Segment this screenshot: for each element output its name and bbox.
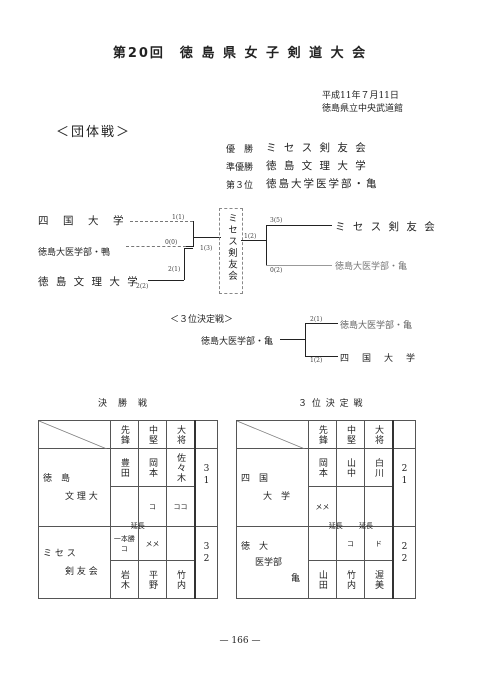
mark-text: 一本勝コ (113, 534, 135, 553)
position-header: 先鋒 (316, 424, 327, 445)
bracket-team: 徳島大医学部・亀 (335, 262, 408, 272)
result-place: 優 勝 (226, 145, 254, 155)
score-label: 1(2) (244, 233, 257, 240)
extension-label: 延長 (130, 522, 145, 530)
mark-cell: 延長 ド (359, 522, 394, 561)
score-label: 2(2) (136, 283, 149, 290)
team-name: 剣 友 会 (65, 566, 98, 577)
extension-label: 延長 (328, 522, 343, 530)
score-label: 1(1) (172, 214, 185, 221)
score-label: 2(1) (168, 266, 181, 273)
player-name: 白川 (373, 457, 384, 478)
player-name: 渥美 (373, 569, 384, 590)
result-team: ミ セ ス 剣 友 会 (266, 142, 368, 154)
player-name: 山田 (316, 569, 327, 590)
team-name: 徳 大 (241, 541, 269, 552)
winner-box: ミセス剣友会 (219, 208, 243, 294)
result-place: 準優勝 (226, 163, 254, 173)
team-score: 2 (401, 554, 408, 564)
mark-cell: メメ (137, 526, 167, 561)
result-place: 第３位 (226, 181, 254, 191)
bracket-team: 徳島大医学部・亀 (340, 321, 413, 331)
bracket-team: ミ セ ス 剣 友 会 (335, 221, 437, 233)
score-label: 0(2) (270, 267, 283, 274)
final-heading: 決 勝 戦 (98, 399, 149, 409)
position-header: 大将 (373, 424, 384, 445)
corner-cell (236, 420, 309, 449)
mark-cell: コ (335, 526, 365, 561)
player-name: 山中 (344, 457, 355, 478)
bracket-team: 徳 島 文 理 大 学 (38, 276, 140, 288)
team-score: 2 (401, 464, 408, 474)
position-header: 中堅 (146, 424, 157, 445)
mark-cell: 延長 一本勝コ (109, 522, 145, 561)
winner-name: ミセス剣友会 (226, 213, 237, 282)
third-heading: ３ 位 決 定 戦 (298, 399, 364, 409)
score-label: 1(2) (310, 357, 323, 364)
team-score: 2 (203, 554, 210, 564)
player-name: 竹内 (344, 569, 355, 590)
player-name: 竹内 (175, 569, 186, 590)
team-score: 1 (401, 476, 408, 486)
bracket-team: 徳島大医学部・鴨 (38, 248, 111, 258)
third-place-label: ＜３位決定戦＞ (170, 315, 234, 325)
score-label: 2(1) (310, 316, 323, 323)
player-name: 佐々木 (175, 452, 186, 483)
position-header: 先鋒 (118, 424, 129, 445)
event-date: 平成11年７月11日 (322, 91, 399, 101)
team-name-cell: 徳 大 医学部 亀 (236, 526, 309, 599)
team-name-cell: 四 国 大 学 (236, 448, 309, 527)
mark-cell: 延長 (307, 522, 343, 561)
result-team: 徳島大学医学部・亀 (266, 178, 379, 190)
mark-cell: メメ (307, 486, 337, 527)
team-score: 3 (203, 542, 210, 552)
team-name: ミ セ ス (43, 548, 76, 559)
position-header: 中堅 (344, 424, 355, 445)
score-label: 1(3) (200, 245, 213, 252)
team-name: 文 理 大 (65, 491, 98, 502)
team-score: 1 (203, 476, 210, 486)
team-name: 徳 島 (43, 473, 71, 484)
score-label: 0(0) (165, 239, 178, 246)
team-score: 2 (401, 542, 408, 552)
mark-cell (109, 486, 139, 527)
page-number: — 166 — (219, 636, 261, 646)
team-name-cell: ミ セ ス 剣 友 会 (38, 526, 111, 599)
team-score: 3 (203, 464, 210, 474)
mark-text: ド (375, 539, 383, 548)
bracket-team: 四 国 大 学 (340, 354, 418, 364)
team-name: 亀 (291, 573, 301, 584)
player-name: 岡本 (316, 457, 327, 478)
page-title: 第20回 徳 島 県 女 子 剣 道 大 会 (112, 46, 368, 61)
section-heading: ＜団体戦＞ (56, 125, 132, 140)
position-header: 大将 (175, 424, 186, 445)
team-name: 大 学 (263, 491, 291, 502)
player-name: 岩木 (118, 569, 129, 590)
player-name: 平野 (146, 569, 157, 590)
third-left-team: 徳島大医学部・亀 (201, 337, 274, 347)
mark-cell: ココ (165, 486, 196, 527)
score-label: 3(5) (270, 217, 283, 224)
result-team: 徳 島 文 理 大 学 (266, 160, 368, 172)
player-name: 岡本 (146, 457, 157, 478)
player-name: 豊田 (118, 457, 129, 478)
event-venue: 徳島県立中央武道館 (322, 104, 404, 114)
bracket-team: 四 国 大 学 (38, 215, 126, 227)
extension-label: 延長 (358, 522, 373, 530)
team-name: 四 国 (241, 473, 269, 484)
third-table: 先鋒 中堅 大将 四 国 大 学 岡本 山中 白川 2 1 メメ 徳 大 医学部… (236, 420, 417, 599)
team-name-cell: 徳 島 文 理 大 (38, 448, 111, 527)
corner-cell (38, 420, 111, 449)
team-name: 医学部 (255, 557, 283, 568)
mark-cell: コ (137, 486, 167, 527)
final-table: 先鋒 中堅 大将 徳 島 文 理 大 豊田 岡本 佐々木 3 1 コ ココ ミ … (38, 420, 219, 599)
